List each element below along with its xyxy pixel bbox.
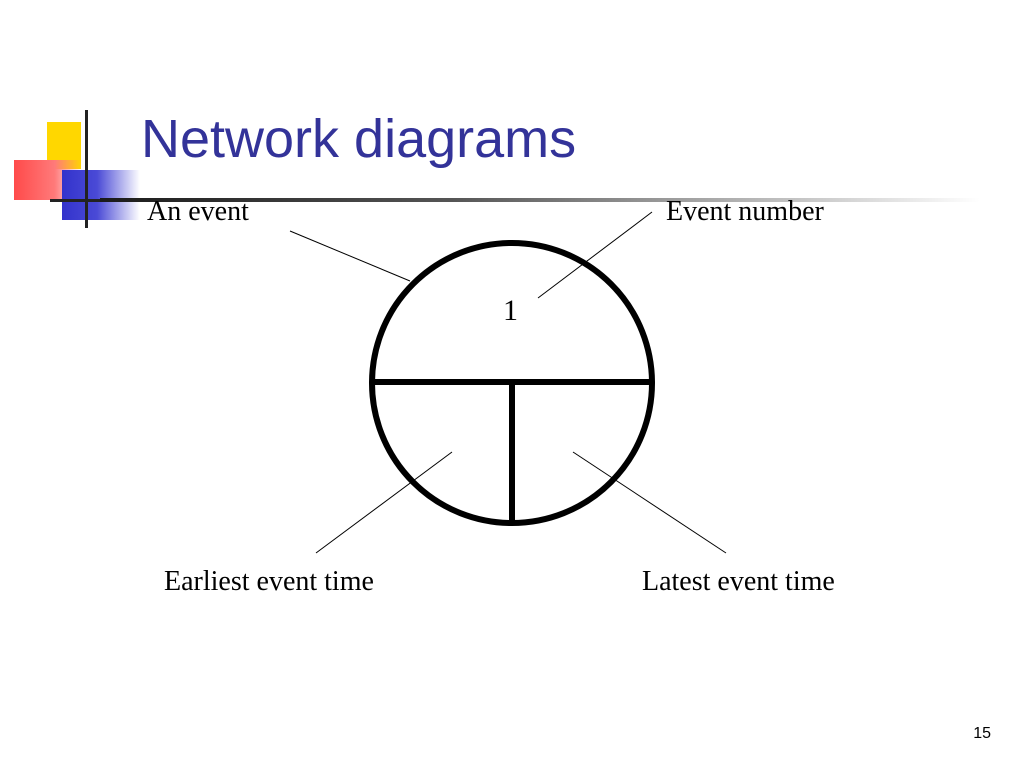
leader-line-event-number [537,211,653,299]
leader-line-an-event [289,230,411,282]
label-event-number: Event number [666,196,824,227]
slide-title: Network diagrams [141,109,577,169]
corner-logo [0,0,140,240]
label-latest-event-time: Latest event time [642,566,835,597]
leader-line-latest-event-time [572,451,727,554]
label-earliest-event-time: Earliest event time [164,566,374,597]
title-underline [100,198,980,202]
logo-blue-square [62,170,140,220]
logo-horizontal-line [50,199,120,202]
leader-line-earliest-event-time [315,451,453,554]
event-number-value: 1 [503,294,518,327]
page-number: 15 [973,725,991,742]
label-an-event: An event [147,196,249,227]
logo-vertical-line [85,110,88,228]
